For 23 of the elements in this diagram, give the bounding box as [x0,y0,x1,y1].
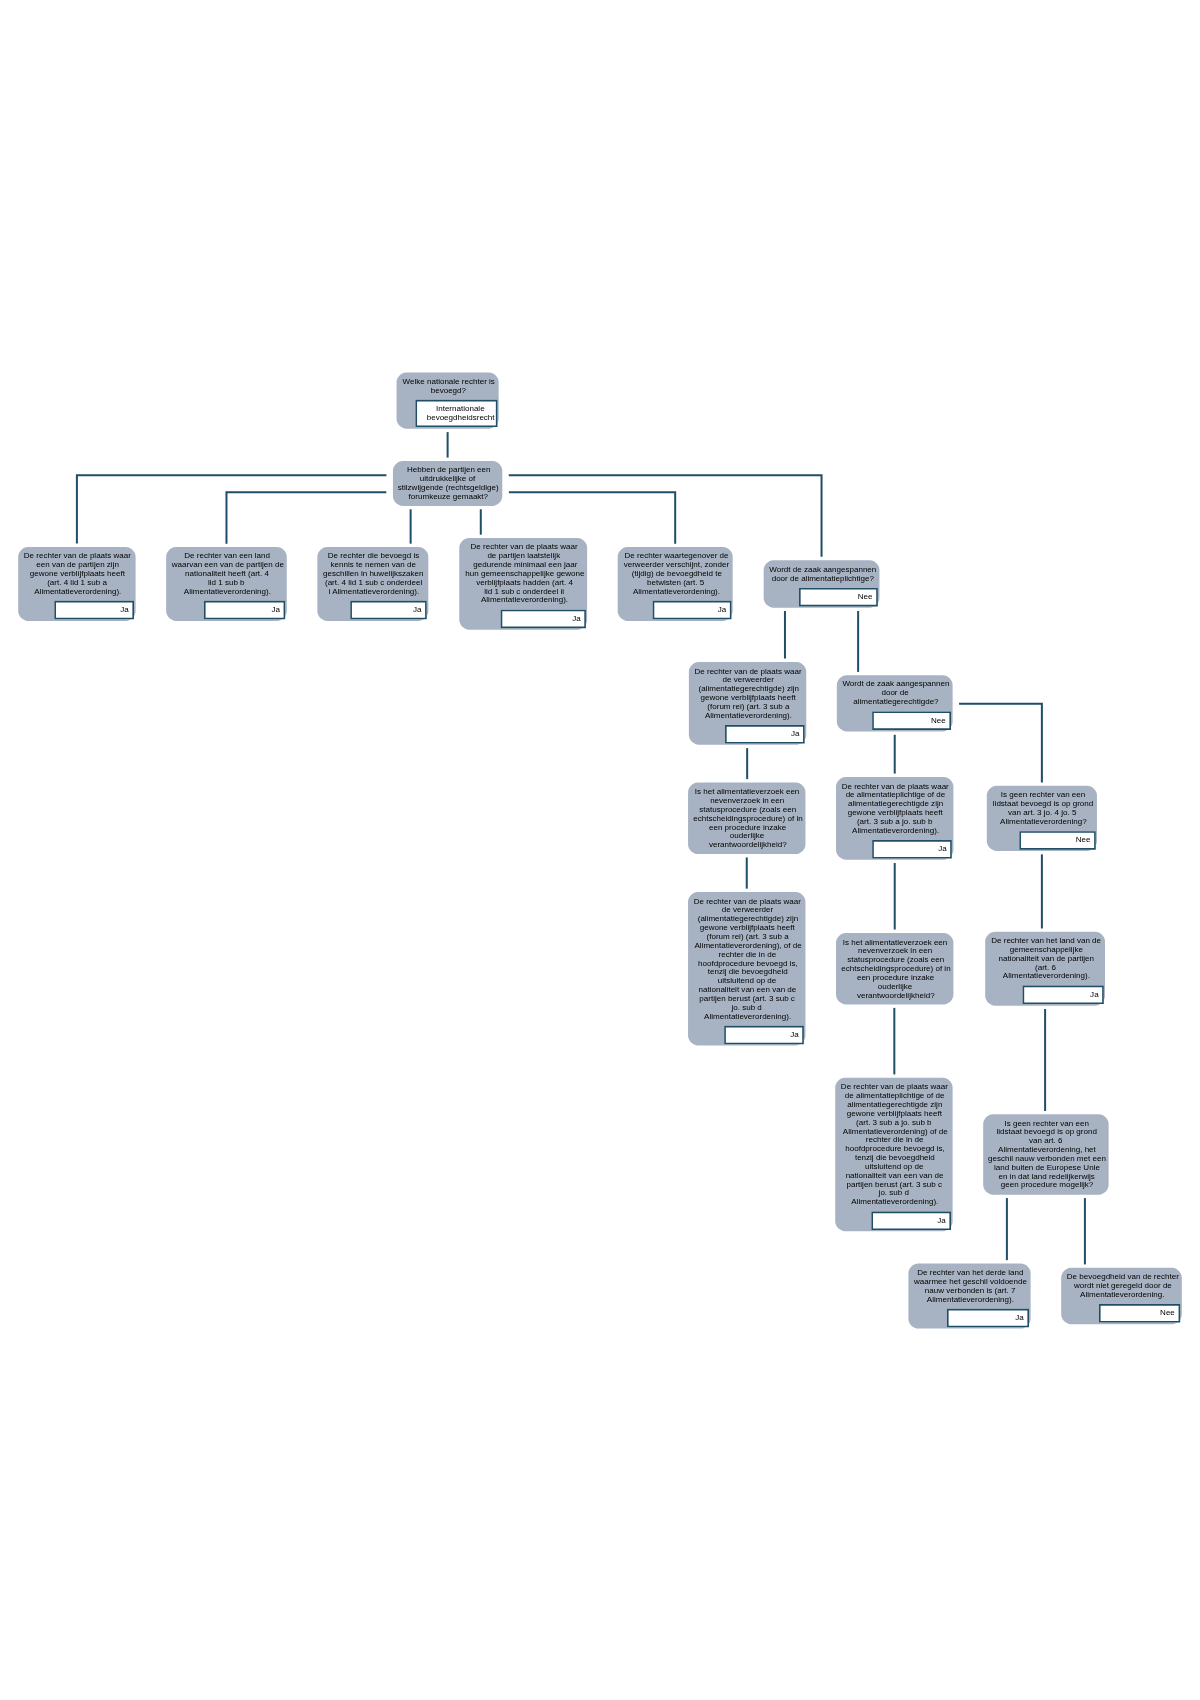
connector [1005,1197,1008,1260]
connector [1083,1197,1086,1264]
connector [479,508,482,535]
connector [508,490,677,544]
connector [446,431,449,458]
connector [893,862,896,930]
connector [746,747,749,779]
connector [783,610,786,659]
connector [225,490,387,544]
connector [1044,1008,1047,1111]
node-box: Is het alimentatieverzoek een nevenverzoek in een statusprocedure (zoals een echtscheidingsprocedure) of in een procedure inzake ouderlijke verantwoordelijkheid? [688,782,806,854]
connector [745,856,748,889]
connector [893,734,896,774]
connector [409,508,412,544]
node-box: Hebben de partijen een uitdrukkelijke of stilzwijgende (rechtsgeldige) forumkeuze gemaakt? [392,460,503,506]
connector [857,610,860,672]
connector [75,473,387,543]
node-box: Is het alimentatieverzoek een nevenverzoek in een statusprocedure (zoals een echtscheidingsprocedure) of in een procedure inzake ouderlijke verantwoordelijkheid? [836,932,954,1004]
connector [893,1007,896,1074]
connector [959,702,1043,782]
connector [508,473,823,557]
connector [1040,853,1043,928]
node-box: Is geen rechter van een lidstaat bevoegd is op grond van art. 6 Alimentatieverordening, het geschil nauw verbonden met een land buiten de Europese Unie en in dat land redelijkerwijs geen procedure mogelijk? [983,1113,1109,1195]
